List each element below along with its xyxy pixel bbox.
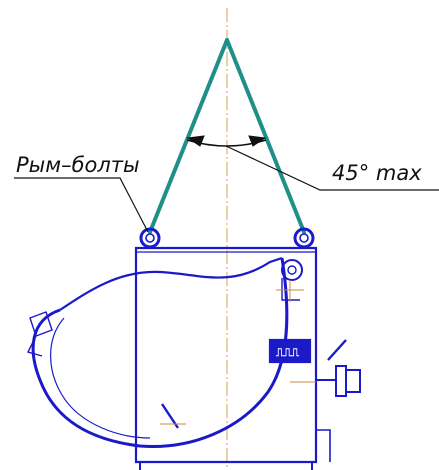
pivot-arm: [281, 278, 300, 301]
sling-right-leg: [225, 38, 306, 234]
eyebolts-label: Рым–болты: [16, 153, 140, 177]
side-handle-knob: [345, 369, 361, 393]
sling-left-leg: [148, 38, 229, 234]
left-bracket: [29, 311, 53, 337]
eye-bolt-right-hole: [299, 233, 309, 243]
angle-leader-line: [225, 145, 439, 191]
eye-bolt-left-ring: [139, 227, 161, 249]
hopper-inner-line: [50, 317, 151, 439]
eye-bolt-right: [293, 227, 315, 249]
max-angle-label: 45° max: [332, 161, 422, 185]
hopper-wavy-edge: [59, 256, 283, 311]
side-lever: [327, 339, 347, 361]
side-handle-grip: [335, 365, 347, 397]
control-plate-mark: ⎍⎍⎍: [275, 346, 299, 359]
machine-body: ⎍⎍⎍: [26, 246, 361, 470]
pivot-hinge-center: [287, 265, 297, 275]
left-bracket-arm: [26, 335, 43, 357]
eye-bolt-left-hole: [145, 233, 155, 243]
eye-bolt-left: [139, 227, 161, 249]
housing-outline: [134, 246, 318, 464]
eye-bolt-right-ring: [293, 227, 315, 249]
hopper-shell: [31, 257, 289, 448]
control-plate: [268, 338, 312, 364]
pivot-hinge: [281, 259, 303, 281]
angle-arrowhead-left: [186, 135, 205, 147]
sling: [148, 38, 306, 234]
angle-arrowhead-right: [248, 135, 267, 147]
right-foot: [316, 429, 331, 462]
eyebolt-leader-line: [14, 177, 149, 233]
